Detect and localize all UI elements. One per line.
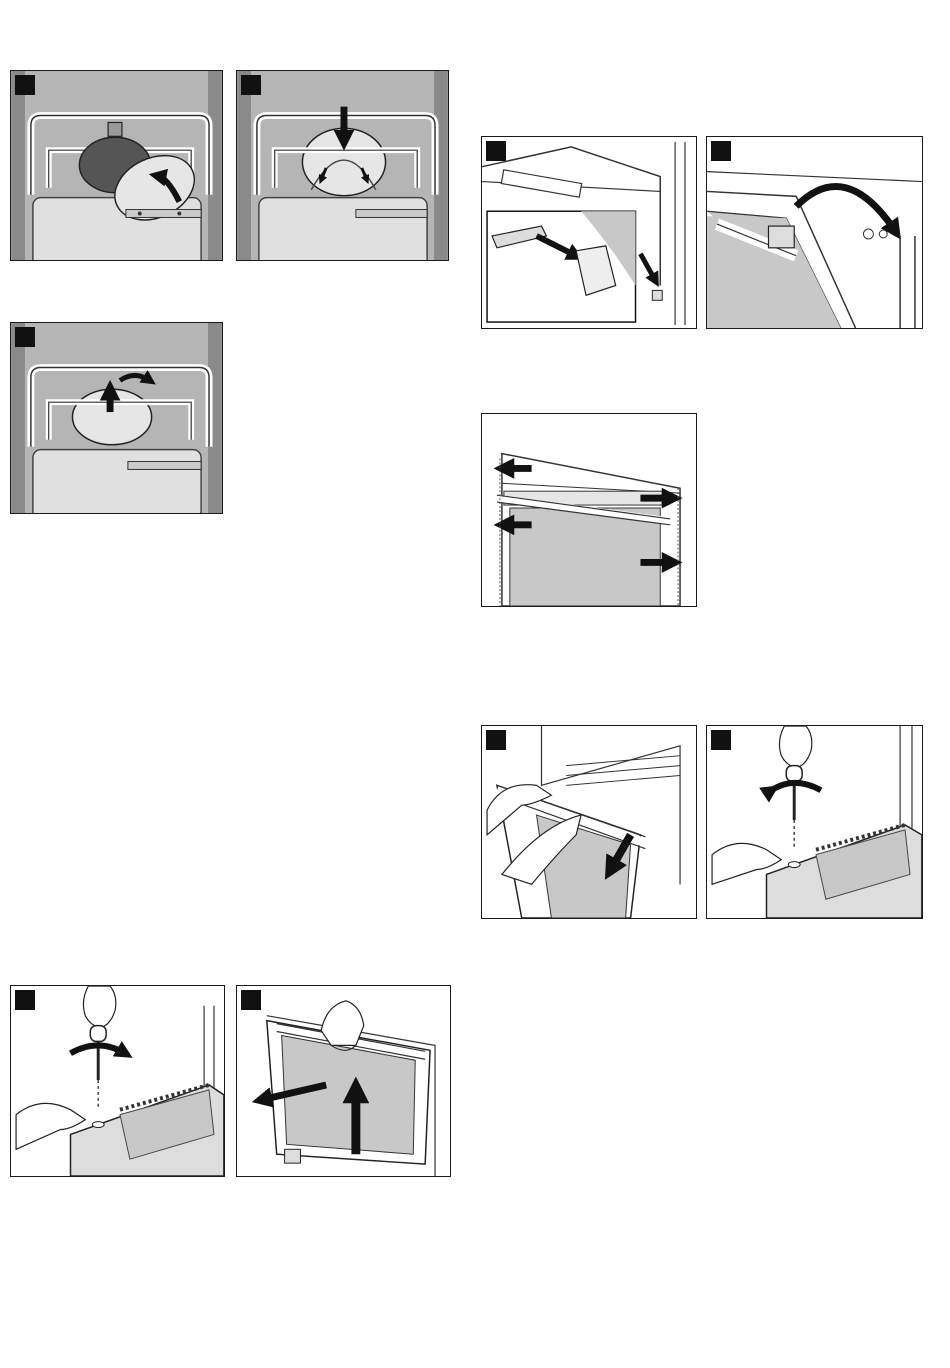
illustration-screw-fasten-right [707, 726, 922, 918]
illustration-door-lift-out [237, 986, 450, 1176]
step-marker [711, 141, 731, 161]
step-marker [486, 730, 506, 750]
illustration-door-remove-tilt [482, 726, 696, 918]
figure-door-remove-tilt [481, 725, 697, 919]
step-marker [15, 75, 35, 95]
illustration-hinge-lever-fold [707, 137, 922, 328]
step-marker [15, 327, 35, 347]
figure-lamp-cover-unscrew [10, 70, 223, 261]
figure-screw-fasten-right [706, 725, 923, 919]
figure-lamp-cover-lift [10, 322, 223, 514]
illustration-door-panel-lateral [482, 414, 696, 606]
illustration-screw-fasten-left [11, 986, 224, 1176]
illustration-lamp-cover-unscrew [11, 71, 222, 260]
illustration-lamp-cover-press [237, 71, 448, 260]
figure-screw-fasten-left [10, 985, 225, 1177]
figure-hinge-clip-release [481, 136, 697, 329]
step-marker [486, 141, 506, 161]
step-marker [241, 75, 261, 95]
step-marker [241, 990, 261, 1010]
illustration-hinge-clip-release [482, 137, 696, 328]
step-marker [15, 990, 35, 1010]
figure-door-panel-lateral [481, 413, 697, 607]
figure-door-lift-out [236, 985, 451, 1177]
figure-hinge-lever-fold [706, 136, 923, 329]
figure-lamp-cover-press [236, 70, 449, 261]
illustration-lamp-cover-lift [11, 323, 222, 513]
step-marker [711, 730, 731, 750]
